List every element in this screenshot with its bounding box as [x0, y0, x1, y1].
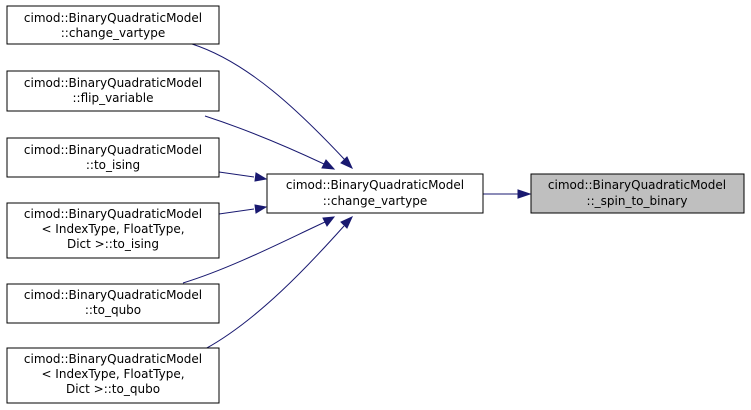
node-change-vartype-caller[interactable]: cimod::BinaryQuadraticModel ::change_var… — [6, 5, 220, 45]
node-label-line: Dict >::to_qubo — [66, 382, 160, 396]
node-to-ising[interactable]: cimod::BinaryQuadraticModel ::to_ising — [6, 137, 220, 178]
node-label-line: Dict >::to_ising — [67, 237, 159, 251]
node-label-line: ::_spin_to_binary — [587, 194, 688, 208]
edge-n4-center-arrowhead — [254, 204, 268, 214]
node-label-line: ::change_vartype — [61, 26, 165, 40]
node-template-to-ising[interactable]: cimod::BinaryQuadraticModel < IndexType,… — [6, 202, 220, 259]
node-change-vartype-center[interactable]: cimod::BinaryQuadraticModel ::change_var… — [266, 173, 484, 214]
node-label-line: cimod::BinaryQuadraticModel — [24, 207, 202, 221]
edge-n5-center-arrowhead — [322, 216, 336, 227]
edge-n5-center — [182, 221, 326, 284]
node-label-line: ::to_ising — [86, 158, 140, 172]
edge-n3-center — [218, 171, 255, 178]
node-spin-to-binary[interactable]: cimod::BinaryQuadraticModel ::_spin_to_b… — [530, 173, 745, 214]
edge-n1-center-arrowhead — [340, 156, 354, 170]
node-label-line: cimod::BinaryQuadraticModel — [24, 11, 202, 25]
edge-n1-center — [191, 43, 346, 161]
edge-n3-center-arrowhead — [254, 172, 268, 182]
node-label-line: cimod::BinaryQuadraticModel — [24, 76, 202, 90]
edge-n6-center-arrowhead — [340, 215, 354, 229]
node-label-line: < IndexType, FloatType, — [41, 367, 184, 381]
edges — [182, 43, 532, 350]
node-label-line: ::flip_variable — [72, 91, 153, 105]
edge-n2-center-arrowhead — [321, 159, 336, 170]
edge-n4-center — [218, 208, 255, 215]
node-template-to-qubo[interactable]: cimod::BinaryQuadraticModel < IndexType,… — [6, 347, 220, 404]
edge-center-target-arrowhead — [517, 189, 532, 199]
edge-n6-center — [204, 225, 345, 350]
node-label-line: cimod::BinaryQuadraticModel — [548, 178, 726, 192]
edge-n2-center — [204, 115, 325, 165]
node-label-line: cimod::BinaryQuadraticModel — [24, 143, 202, 157]
node-label-line: < IndexType, FloatType, — [41, 222, 184, 236]
node-label-line: cimod::BinaryQuadraticModel — [286, 178, 464, 192]
node-label-line: ::change_vartype — [323, 194, 427, 208]
node-label-line: cimod::BinaryQuadraticModel — [24, 352, 202, 366]
node-label-line: ::to_qubo — [85, 303, 141, 317]
node-to-qubo[interactable]: cimod::BinaryQuadraticModel ::to_qubo — [6, 283, 220, 324]
node-flip-variable[interactable]: cimod::BinaryQuadraticModel ::flip_varia… — [6, 70, 220, 112]
node-label-line: cimod::BinaryQuadraticModel — [24, 288, 202, 302]
